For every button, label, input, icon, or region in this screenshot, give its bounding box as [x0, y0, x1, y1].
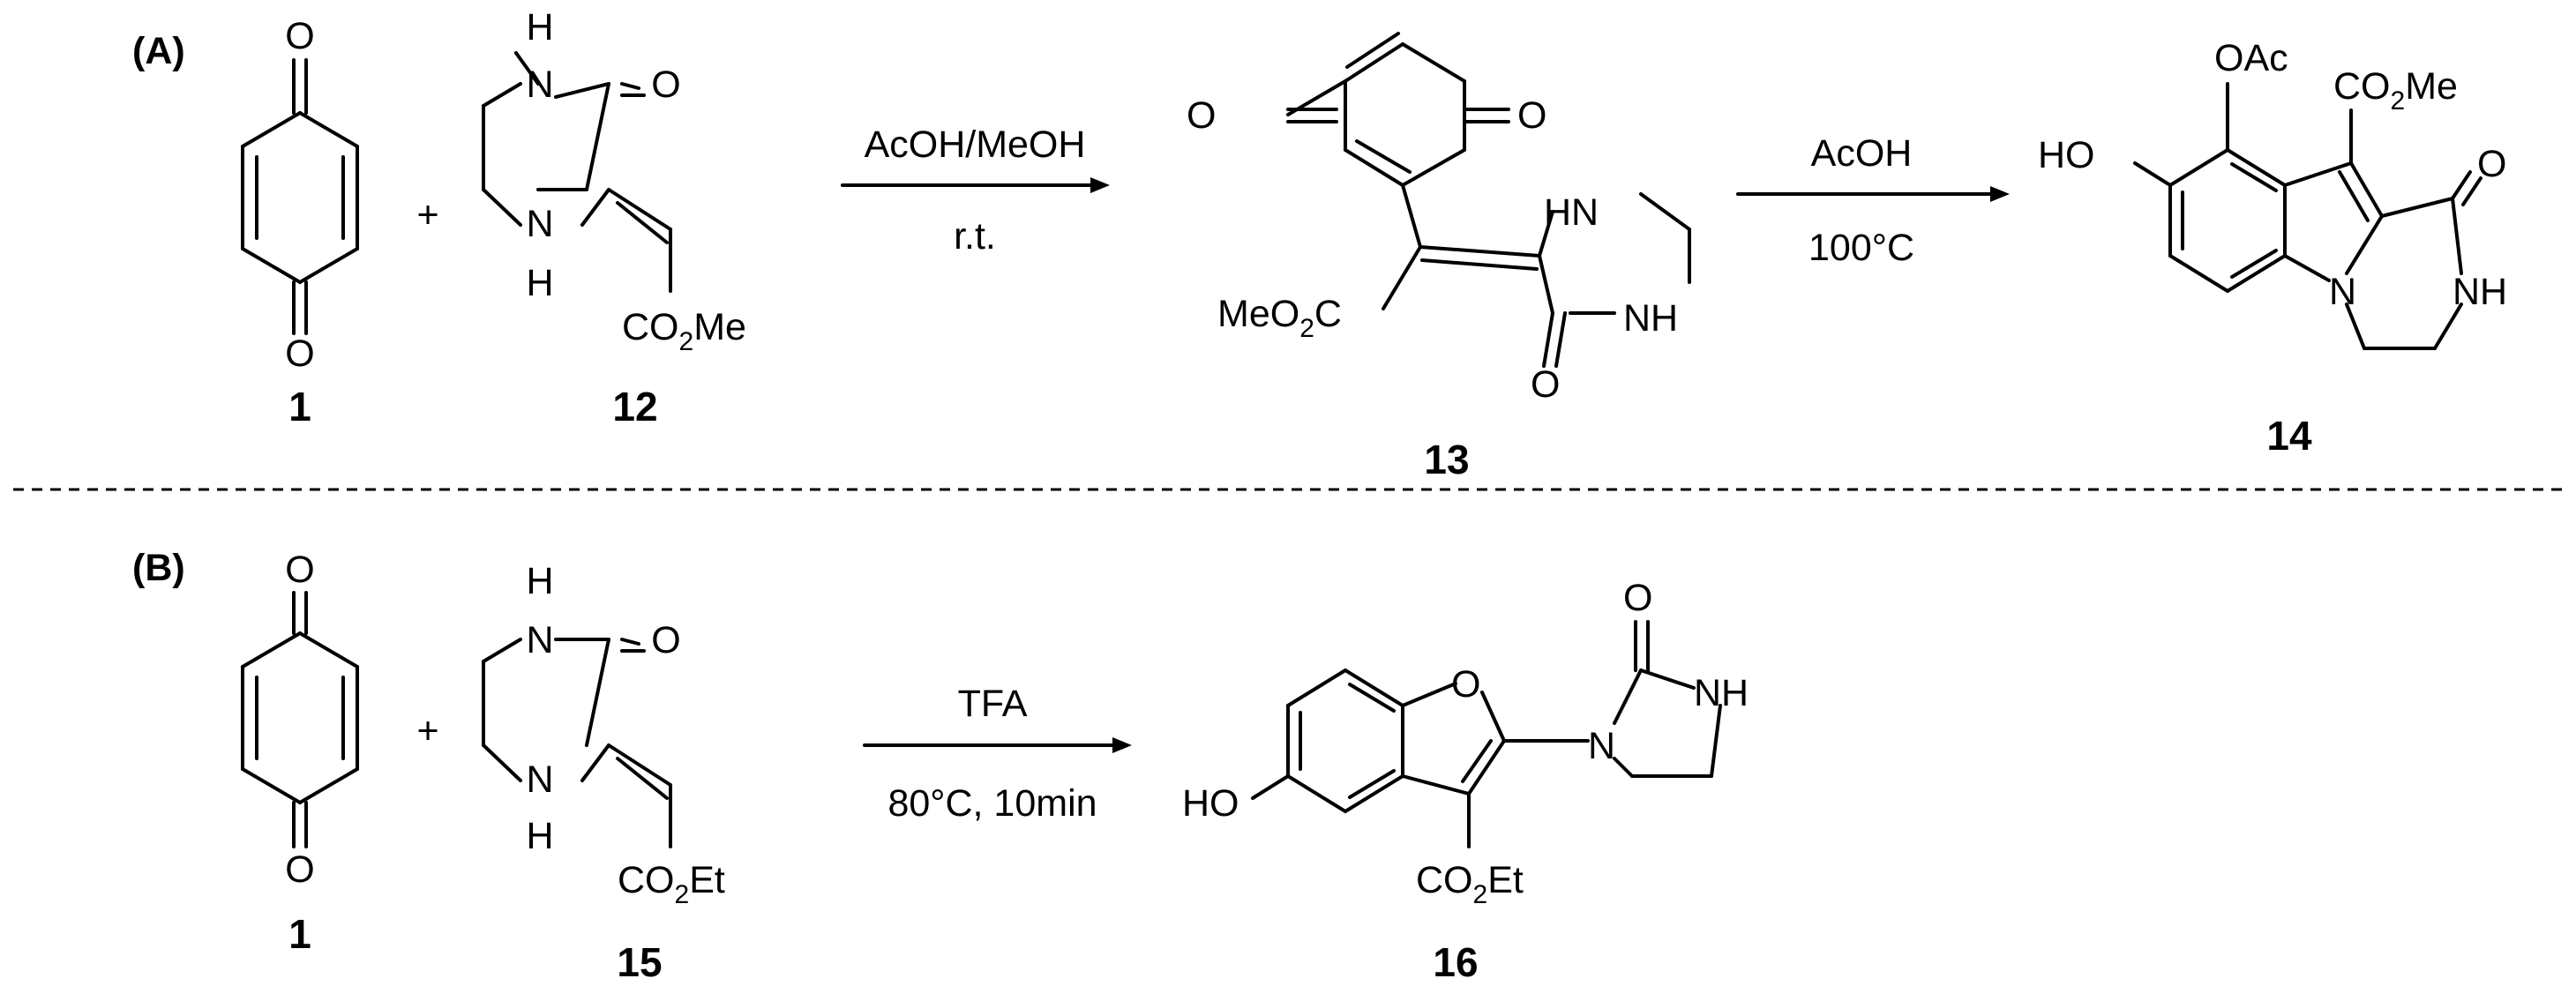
- compound-12: H N O N H CO2Me: [482, 6, 746, 356]
- oxygen-label: O: [285, 848, 314, 891]
- ester-group-co2me: CO2Me: [2333, 65, 2458, 116]
- nitrogen-label: N: [526, 619, 553, 661]
- ester-group-co2me: CO2Me: [622, 306, 746, 356]
- hydrogen-label: H: [526, 815, 553, 857]
- ester-group-co2et: CO2Et: [618, 859, 725, 909]
- plus-sign-a: +: [416, 194, 438, 236]
- compound-1-quinone-a: O O: [241, 15, 359, 375]
- compound-label-15: 15: [617, 939, 662, 985]
- compound-15: H N O N H CO2Et: [482, 560, 725, 909]
- oxygen-label: O: [1451, 663, 1480, 706]
- ester-group-co2et: CO2Et: [1416, 859, 1524, 909]
- hydrogen-label: H: [526, 560, 553, 602]
- hn-label: HN: [1544, 191, 1599, 234]
- reaction-arrow-a2: [1736, 186, 2010, 202]
- compound-label-1-b: 1: [288, 911, 311, 957]
- compound-13: O O HN MeO2C NH O: [1187, 32, 1691, 406]
- oxygen-label: O: [2477, 143, 2506, 185]
- nitrogen-label: N: [2329, 271, 2356, 313]
- conditions-b-top: TFA: [958, 683, 1028, 725]
- ho-label: HO: [2038, 134, 2095, 176]
- compound-14: OAc CO2Me HO O N NH: [2038, 37, 2507, 350]
- compound-label-13: 13: [1424, 437, 1469, 482]
- oxygen-label: O: [285, 15, 314, 57]
- oxygen-label: O: [651, 619, 680, 661]
- oac-label: OAc: [2214, 37, 2288, 79]
- plus-sign-b: +: [416, 710, 438, 752]
- oxygen-label: O: [651, 63, 680, 106]
- ester-group-meo2c: MeO2C: [1217, 293, 1342, 343]
- conditions-a1-top: AcOH/MeOH: [865, 123, 1086, 166]
- nitrogen-label: N: [526, 203, 553, 245]
- compound-1-quinone-b: O O: [241, 549, 359, 891]
- nitrogen-label: N: [1588, 725, 1615, 767]
- hydrogen-label: H: [526, 262, 553, 304]
- nh-label: NH: [1623, 297, 1678, 340]
- oxygen-label: O: [1187, 94, 1216, 137]
- nitrogen-label: N: [526, 758, 553, 801]
- panel-label-b: (B): [132, 547, 185, 589]
- hydrogen-label: H: [526, 6, 553, 49]
- conditions-a2-bottom: 100°C: [1808, 227, 1914, 269]
- panel-label-a: (A): [132, 30, 185, 72]
- reaction-arrow-b: [863, 737, 1132, 753]
- oxygen-label: O: [1623, 577, 1652, 619]
- nh-label: NH: [2452, 271, 2507, 313]
- oxygen-label: O: [1517, 94, 1546, 137]
- compound-label-16: 16: [1433, 939, 1478, 985]
- compound-label-12: 12: [612, 384, 657, 430]
- oxygen-label: O: [1531, 363, 1560, 406]
- reaction-arrow-a1: [841, 177, 1110, 193]
- nh-label: NH: [1694, 672, 1749, 714]
- ho-label: HO: [1182, 782, 1239, 825]
- compound-label-14: 14: [2266, 413, 2312, 459]
- conditions-b-bottom: 80°C, 10min: [887, 782, 1097, 825]
- compound-16: O O NH N HO CO2Et: [1182, 577, 1749, 909]
- nitrogen-label: N: [526, 63, 553, 106]
- conditions-a2-top: AcOH: [1811, 132, 1913, 175]
- oxygen-label: O: [285, 332, 314, 375]
- oxygen-label: O: [285, 549, 314, 591]
- compound-label-1-a: 1: [288, 384, 311, 430]
- conditions-a1-bottom: r.t.: [954, 215, 996, 258]
